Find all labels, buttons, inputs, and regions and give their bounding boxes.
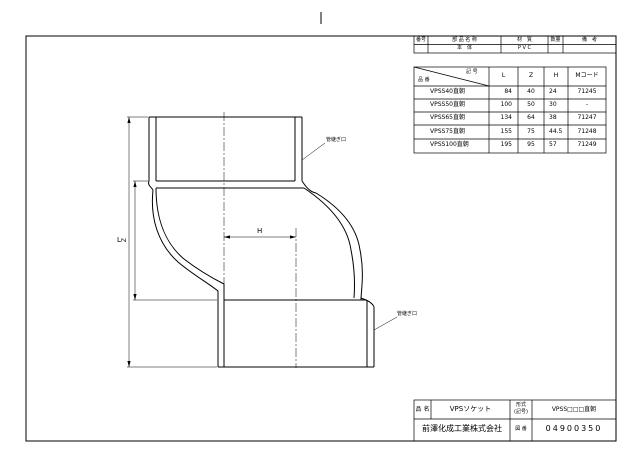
title-drawing-no-label: 図 番 (515, 426, 527, 432)
title-drawing-no: 04900350 (545, 424, 603, 433)
dim-row-1-L: 84 (504, 88, 512, 95)
dim-row-4-code: 71248 (577, 128, 597, 135)
lower-socket (217, 297, 375, 368)
dim-table-corner-bottom: 品 番 (418, 77, 430, 83)
dim-row-4-L: 155 (500, 128, 512, 135)
title-type-value: VPSS□□□直朝 (551, 406, 597, 413)
parts-row-name: 本 体 (456, 45, 472, 51)
title-type-label-1: 形式 (515, 402, 526, 408)
title-type-label-2: (記号) (514, 409, 528, 415)
dim-header-code: Mコード (575, 72, 599, 79)
parts-header-no: 番号 (415, 37, 426, 43)
dim-row-4-model: VPSS75直朝 (430, 128, 465, 135)
dim-row-1-model: VPSS40直朝 (430, 88, 465, 95)
dim-table-corner-top: 記 号 (466, 69, 478, 75)
dim-row-2-Z: 50 (527, 101, 535, 108)
offset-body (151, 187, 363, 299)
dim-header-H: H (553, 72, 559, 79)
parts-list-table-lines (413, 35, 617, 54)
dim-row-1-H: 24 (549, 88, 557, 95)
parts-header-remarks: 備 考 (581, 37, 597, 43)
dim-row-3-code: 71247 (577, 114, 597, 121)
centerlines (223, 112, 297, 368)
title-name-label: 品 名 (415, 406, 430, 413)
dim-row-3-model: VPSS65直朝 (430, 114, 465, 121)
dimension-lines (127, 116, 398, 368)
title-name-value: VPSソケット (449, 405, 492, 413)
upper-socket (148, 116, 317, 194)
dim-header-Z: Z (528, 72, 534, 79)
dim-row-4-Z: 75 (527, 128, 535, 135)
dim-row-3-H: 38 (549, 114, 557, 121)
dim-row-5-L: 195 (500, 141, 512, 148)
dimension-label-Z: Z (121, 237, 129, 243)
dim-row-1-code: 71245 (577, 88, 597, 95)
dim-row-2-L: 100 (500, 101, 512, 108)
parts-header-name: 部 品 名 称 (452, 37, 477, 43)
dim-row-1-Z: 40 (527, 88, 535, 95)
title-company: 前澤化成工業株式会社 (422, 424, 502, 433)
dim-row-2-H: 30 (549, 101, 557, 108)
dimension-table-lines (413, 66, 607, 154)
parts-row-material: P V C (517, 45, 532, 51)
dim-row-3-L: 134 (500, 114, 512, 121)
dimension-label-H: H (257, 227, 263, 235)
dim-row-2-model: VPSS50直朝 (430, 101, 465, 108)
dim-row-4-H: 44.5 (549, 128, 563, 135)
dimension-arrowheads (127, 117, 296, 367)
parts-header-material: 材 質 (516, 37, 532, 43)
dim-row-2-code: - (585, 101, 589, 108)
dimension-label-L: L (117, 236, 121, 244)
dim-row-5-model: VPSS100直朝 (430, 141, 469, 148)
dim-row-5-code: 71249 (577, 141, 597, 148)
dim-row-3-Z: 64 (527, 114, 535, 121)
title-block-lines (413, 399, 617, 442)
socket-label-top: 管継ぎ口 (326, 137, 347, 143)
parts-header-qty: 数量 (550, 37, 561, 43)
socket-label-bottom: 管継ぎ口 (397, 311, 418, 317)
dim-row-5-H: 57 (549, 141, 557, 148)
dim-row-5-Z: 95 (527, 141, 535, 148)
dim-header-L: L (501, 72, 506, 79)
